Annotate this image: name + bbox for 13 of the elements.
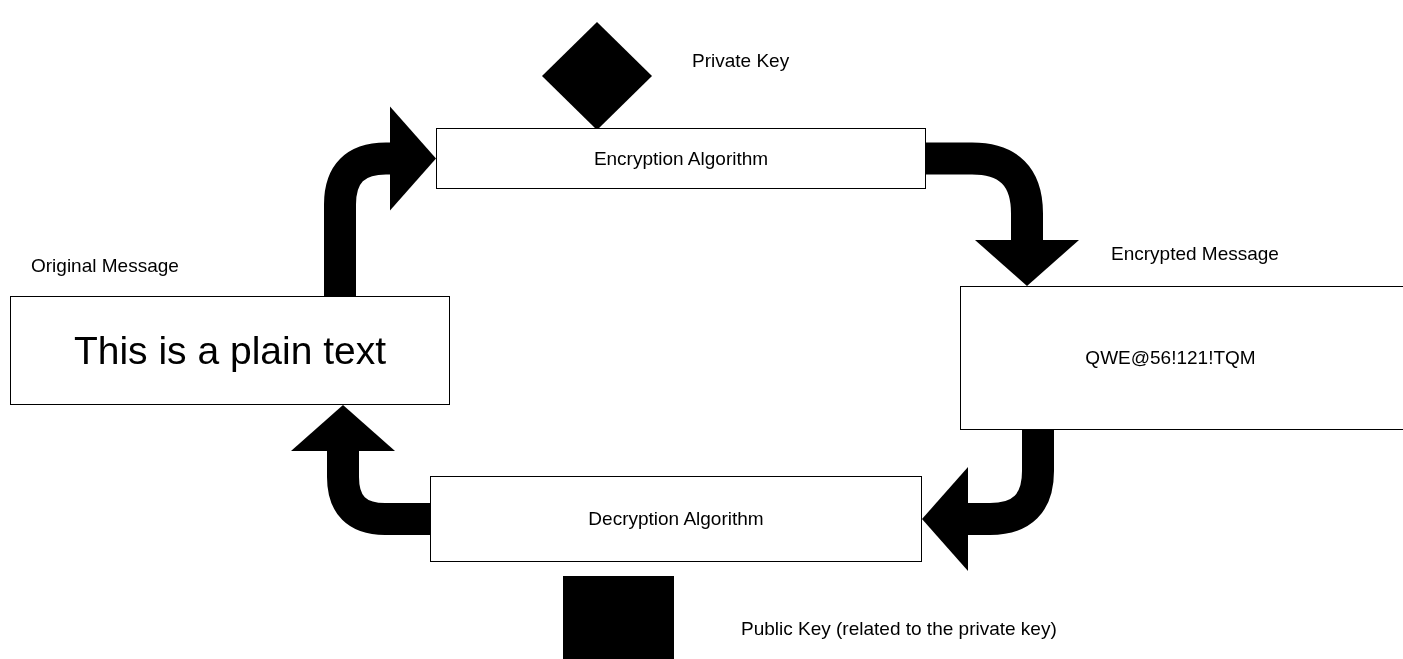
node-label: QWE@56!121!TQM: [1085, 347, 1256, 369]
curved-arrow: [291, 405, 430, 535]
process-box: [436, 128, 926, 189]
node-label: This is a plain text: [73, 328, 387, 373]
curved-arrow: [324, 106, 436, 296]
curved-arrow: [922, 430, 1054, 571]
node-heading: Original Message: [31, 255, 179, 277]
key-label: Public Key (related to the private key): [741, 618, 1057, 640]
node-heading: Encrypted Message: [1111, 243, 1279, 265]
node-label: Encryption Algorithm: [593, 147, 769, 170]
node-label: Decryption Algorithm: [588, 508, 764, 530]
process-box: [430, 476, 922, 562]
key-label: Private Key: [692, 50, 790, 72]
